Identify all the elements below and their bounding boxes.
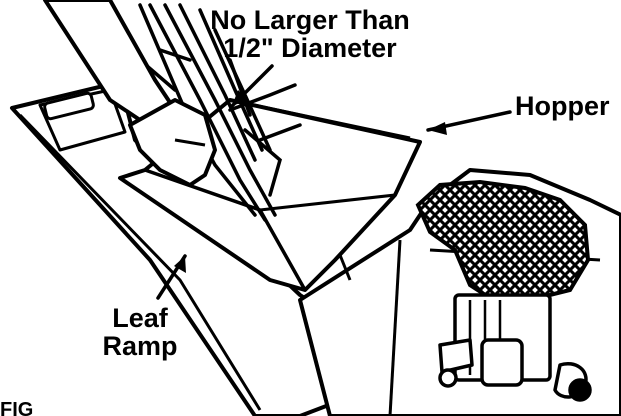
engine-block (438, 293, 592, 402)
engine-knob-icon (438, 368, 458, 388)
leaf-ramp-arrowhead-icon (174, 256, 186, 273)
hopper-arrowhead-icon (428, 122, 447, 135)
operator-arm (43, 0, 217, 187)
ramp-handle-slot (43, 91, 95, 121)
leaf-ramp-label-line2: Ramp (102, 331, 178, 361)
figure-caption-fragment: FIG (0, 399, 34, 416)
hopper-label: Hopper (515, 91, 610, 121)
size-limit-label: No Larger Than 1/2" Diameter (190, 6, 430, 62)
leaf-ramp-label-line1: Leaf (112, 303, 168, 333)
size-limit-arrowhead-icon (232, 90, 248, 106)
size-limit-label-line2: 1/2" Diameter (223, 33, 397, 63)
engine-mesh-guard (415, 179, 591, 303)
size-limit-label-line1: No Larger Than (210, 5, 410, 35)
leaf-ramp-label: Leaf Ramp (100, 304, 180, 360)
